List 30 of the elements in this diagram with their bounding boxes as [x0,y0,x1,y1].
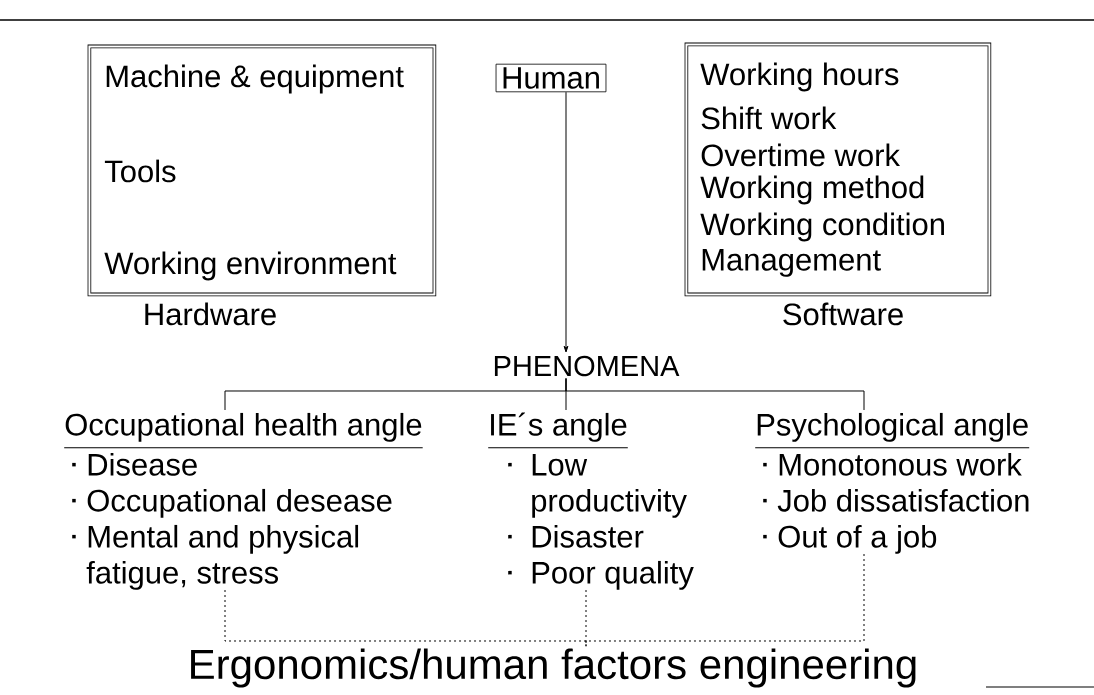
column-heading: Psychological angle [757,412,1028,442]
list-item: Machine & equipment [106,64,404,94]
column-heading: Occupational health angle [65,412,422,442]
stage-label: PHENOMENA [494,355,680,377]
connector [224,589,587,647]
list-item: Working condition [700,212,944,242]
list-item: Disaster [532,524,644,548]
list-item: Job dissatisfaction [777,488,1029,512]
list-item: Overtime work [701,143,900,167]
list-item: Occupational desease [87,488,392,518]
list-item: Working method [700,175,924,205]
column-heading: IE´s angle [491,412,627,442]
list-item: Mental and physical fatigue, stress [86,524,359,590]
list-item: Poor quality [532,560,694,590]
text-box: Human [495,63,607,93]
box-caption: Software [783,302,903,326]
list-item: Working environment [104,251,397,281]
connector [563,91,569,353]
list-item: Tools [104,159,176,183]
connector [565,377,865,411]
list-item: Monotonous work [779,452,1022,476]
list-item: Working hours [700,62,899,92]
list-item: Low productivity [532,454,687,518]
list-item: Disease [88,452,197,476]
box-caption: Hardware [145,302,276,326]
title-text: Ergonomics/human factors engineering [191,648,916,688]
list-item: Management [702,249,881,277]
list-item: Out of a job [778,524,937,554]
connector [585,553,865,647]
list-item: Shift work [701,106,837,130]
